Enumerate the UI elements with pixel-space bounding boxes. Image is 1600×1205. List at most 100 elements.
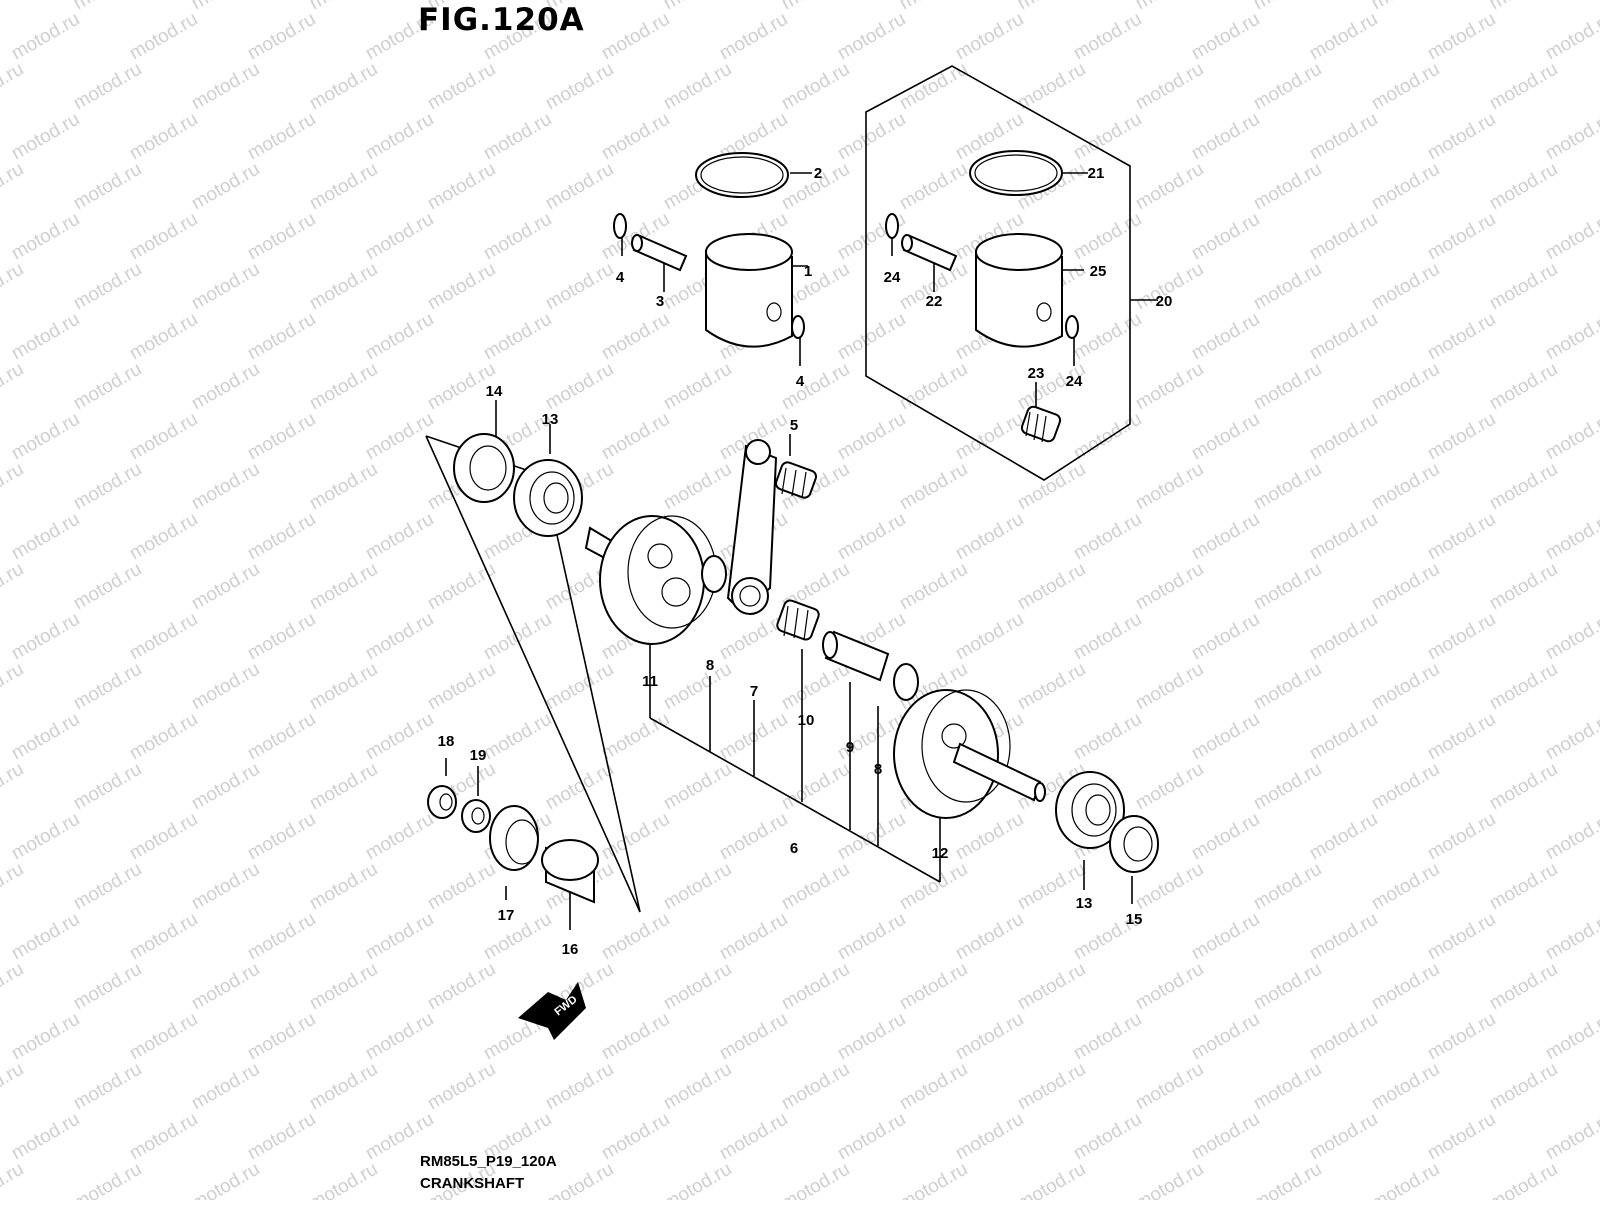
watermark-text: motod.ru — [1250, 1059, 1325, 1115]
watermark-text: motod.ru — [1424, 609, 1499, 665]
piston-1 — [705, 233, 793, 348]
watermark-text: motod.ru — [778, 1059, 853, 1115]
watermark-text: motod.ru — [1424, 809, 1499, 865]
watermark-text: motod.ru — [598, 409, 673, 465]
watermark-text: motod.ru — [1542, 1109, 1600, 1165]
watermark-text: motod.ru — [1132, 1159, 1207, 1200]
watermark-text: motod.ru — [8, 909, 83, 965]
watermark-text: motod.ru — [1132, 559, 1207, 615]
watermark-text: motod.ru — [1250, 559, 1325, 615]
watermark-text: motod.ru — [1014, 1159, 1089, 1200]
watermark-text: motod.ru — [306, 159, 381, 215]
watermark-text: motod.ru — [70, 359, 145, 415]
watermark-text: motod.ru — [480, 309, 555, 365]
circlip-4-bottom — [791, 315, 805, 339]
needle-bearing-5 — [774, 461, 818, 499]
watermark-text: motod.ru — [424, 259, 499, 315]
watermark-text: motod.ru — [1424, 309, 1499, 365]
watermark-text: motod.ru — [8, 109, 83, 165]
watermark-text: motod.ru — [834, 9, 909, 65]
watermark-text: motod.ru — [1014, 459, 1089, 515]
watermark-text: motod.ru — [1486, 0, 1561, 14]
watermark-text: motod.ru — [1424, 1109, 1499, 1165]
watermark-text: motod.ru — [834, 809, 909, 865]
watermark-text: motod.ru — [70, 0, 145, 14]
fwd-arrow-icon — [518, 982, 586, 1040]
watermark-text: motod.ru — [244, 409, 319, 465]
watermark-text: motod.ru — [1132, 759, 1207, 815]
watermark-text: motod.ru — [542, 1059, 617, 1115]
watermark-text: motod.ru — [1070, 109, 1145, 165]
watermark-text: motod.ru — [1132, 659, 1207, 715]
watermark-text: motod.ru — [306, 959, 381, 1015]
watermark-text: motod.ru — [188, 159, 263, 215]
watermark-text: motod.ru — [716, 909, 791, 965]
callout-13: 13 — [542, 411, 559, 428]
watermark-text: motod.ru — [188, 0, 263, 14]
watermark-text: motod.ru — [70, 959, 145, 1015]
watermark-text: motod.ru — [952, 909, 1027, 965]
watermark-text: motod.ru — [1368, 359, 1443, 415]
crank-half-12 — [893, 689, 1046, 819]
watermark-text: motod.ru — [1368, 159, 1443, 215]
watermark-text: motod.ru — [1486, 759, 1561, 815]
watermark-text: motod.ru — [778, 759, 853, 815]
watermark-text: motod.ru — [8, 709, 83, 765]
watermark-text: motod.ru — [1188, 509, 1263, 565]
watermark-text: motod.ru — [1486, 1159, 1561, 1200]
watermark-text: motod.ru — [244, 9, 319, 65]
watermark-text: motod.ru — [1188, 109, 1263, 165]
watermark-text: motod.ru — [1132, 0, 1207, 14]
watermark-text: motod.ru — [244, 209, 319, 265]
watermark-text: motod.ru — [1014, 959, 1089, 1015]
watermark-text: motod.ru — [896, 1159, 971, 1200]
watermark-text: motod.ru — [244, 809, 319, 865]
watermark-text: motod.ru — [126, 1109, 201, 1165]
connecting-rod-7 — [726, 439, 778, 615]
watermark-text: motod.ru — [1486, 359, 1561, 415]
watermark-text: motod.ru — [1188, 609, 1263, 665]
watermark-text: motod.ru — [362, 1009, 437, 1065]
watermark-text: motod.ru — [1306, 909, 1381, 965]
watermark-text: motod.ru — [244, 309, 319, 365]
watermark-text: motod.ru — [1132, 359, 1207, 415]
bearing-13-left — [513, 459, 583, 537]
watermark-text: motod.ru — [0, 959, 27, 1015]
watermark-text: motod.ru — [1306, 1009, 1381, 1065]
watermark-text: motod.ru — [480, 709, 555, 765]
callout-20: 20 — [1156, 293, 1173, 310]
watermark-text: motod.ru — [1306, 209, 1381, 265]
watermark-text: motod.ru — [1542, 209, 1600, 265]
watermark-text: motod.ru — [660, 1059, 735, 1115]
watermark-text: motod.ru — [778, 859, 853, 915]
washer-19 — [461, 799, 491, 833]
callout-11: 11 — [642, 673, 658, 690]
watermark-text: motod.ru — [1070, 9, 1145, 65]
watermark-text: motod.ru — [126, 709, 201, 765]
watermark-text: motod.ru — [1486, 459, 1561, 515]
watermark-text: motod.ru — [188, 1159, 263, 1200]
watermark-text: motod.ru — [1368, 759, 1443, 815]
watermark-text: motod.ru — [542, 59, 617, 115]
watermark-text: motod.ru — [834, 309, 909, 365]
callout-8: 8 — [874, 761, 882, 778]
watermark-text: motod.ru — [598, 1109, 673, 1165]
watermark-text: motod.ru — [306, 759, 381, 815]
watermark-text: motod.ru — [1542, 909, 1600, 965]
watermark-text: motod.ru — [952, 409, 1027, 465]
watermark-text: motod.ru — [1250, 259, 1325, 315]
watermark-text: motod.ru — [660, 459, 735, 515]
watermark-text: motod.ru — [0, 1159, 27, 1200]
watermark-text: motod.ru — [188, 859, 263, 915]
watermark-text: motod.ru — [1542, 109, 1600, 165]
watermark-text: motod.ru — [188, 659, 263, 715]
watermark-text: motod.ru — [306, 0, 381, 14]
callout-12: 12 — [932, 845, 949, 862]
watermark-text: motod.ru — [778, 359, 853, 415]
bearing-13-right — [1055, 771, 1125, 849]
watermark-text: motod.ru — [1368, 659, 1443, 715]
watermark-text: motod.ru — [1250, 359, 1325, 415]
callout-8: 8 — [706, 657, 714, 674]
watermark-text: motod.ru — [952, 509, 1027, 565]
